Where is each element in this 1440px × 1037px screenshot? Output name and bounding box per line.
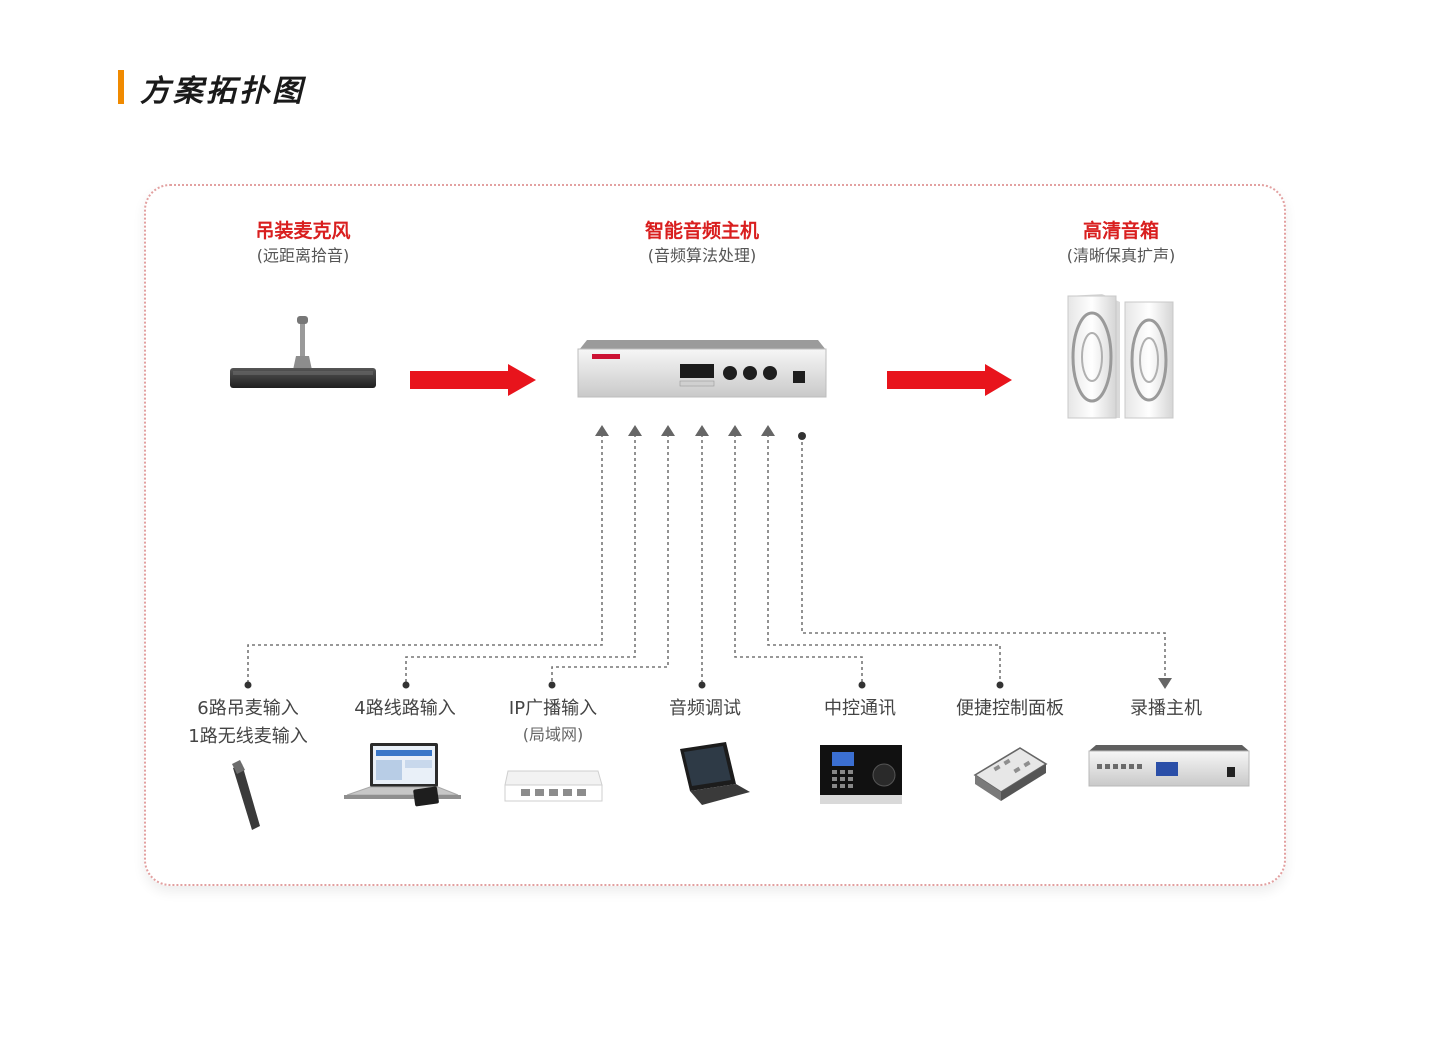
control-panel-icon <box>973 747 1048 801</box>
recording-host-icon <box>1088 745 1250 787</box>
input-label-7: 录播主机 <box>1086 695 1246 723</box>
input-node-dots <box>244 681 1004 689</box>
mic-sub: (远距离拾音) <box>256 246 350 265</box>
input-2-line1: 4路线路输入 <box>354 698 456 719</box>
host-sub: (音频算法处理) <box>647 246 757 265</box>
network-switch-icon <box>504 770 603 802</box>
input-4-line1: 音频调试 <box>669 698 741 719</box>
output-node-dot <box>798 432 806 440</box>
title-accent-bar <box>118 70 124 104</box>
input-6-line1: 便捷控制面板 <box>956 698 1064 719</box>
host-name: 智能音频主机 <box>644 220 759 242</box>
input-label-2: 4路线路输入 <box>325 695 485 723</box>
input-3-line1: IP广播输入 <box>508 698 598 719</box>
speaker-name: 高清音箱 <box>1082 220 1159 242</box>
speaker-label: 高清音箱 (清晰保真扩声) <box>1011 218 1231 268</box>
input-label-4: 音频调试 <box>625 695 785 723</box>
control-terminal-icon <box>820 745 902 804</box>
ceiling-mic-icon <box>230 316 376 388</box>
mic-name: 吊装麦克风 <box>255 220 351 242</box>
output-arrowhead <box>1158 678 1172 689</box>
input-label-5: 中控通讯 <box>780 695 940 723</box>
laptop-icon <box>680 742 750 805</box>
input-7-line1: 录播主机 <box>1130 698 1202 719</box>
upward-arrowheads <box>595 425 775 436</box>
input-5-line1: 中控通讯 <box>824 698 896 719</box>
host-label: 智能音频主机 (音频算法处理) <box>592 218 812 268</box>
input-label-3: IP广播输入 (局域网) <box>473 695 633 747</box>
input-1-line2: 1路无线麦输入 <box>188 726 308 747</box>
input-connectors <box>247 434 1166 684</box>
speaker-icon <box>1067 294 1174 419</box>
input-label-6: 便捷控制面板 <box>930 695 1090 723</box>
input-3-line2: (局域网) <box>522 725 584 744</box>
audio-host-icon <box>577 340 827 398</box>
laptop-phone-icon <box>344 743 461 807</box>
topology-panel <box>144 184 1286 886</box>
input-1-line1: 6路吊麦输入 <box>197 698 299 719</box>
speaker-sub: (清晰保真扩声) <box>1066 246 1176 265</box>
arrow-mic-to-host <box>410 364 536 396</box>
mic-label: 吊装麦克风 (远距离拾音) <box>203 218 403 268</box>
arrow-host-to-speaker <box>887 364 1012 396</box>
wireless-mic-icon <box>232 760 260 830</box>
input-label-1: 6路吊麦输入 1路无线麦输入 <box>158 695 338 751</box>
page-title: 方案拓扑图 <box>140 74 305 109</box>
